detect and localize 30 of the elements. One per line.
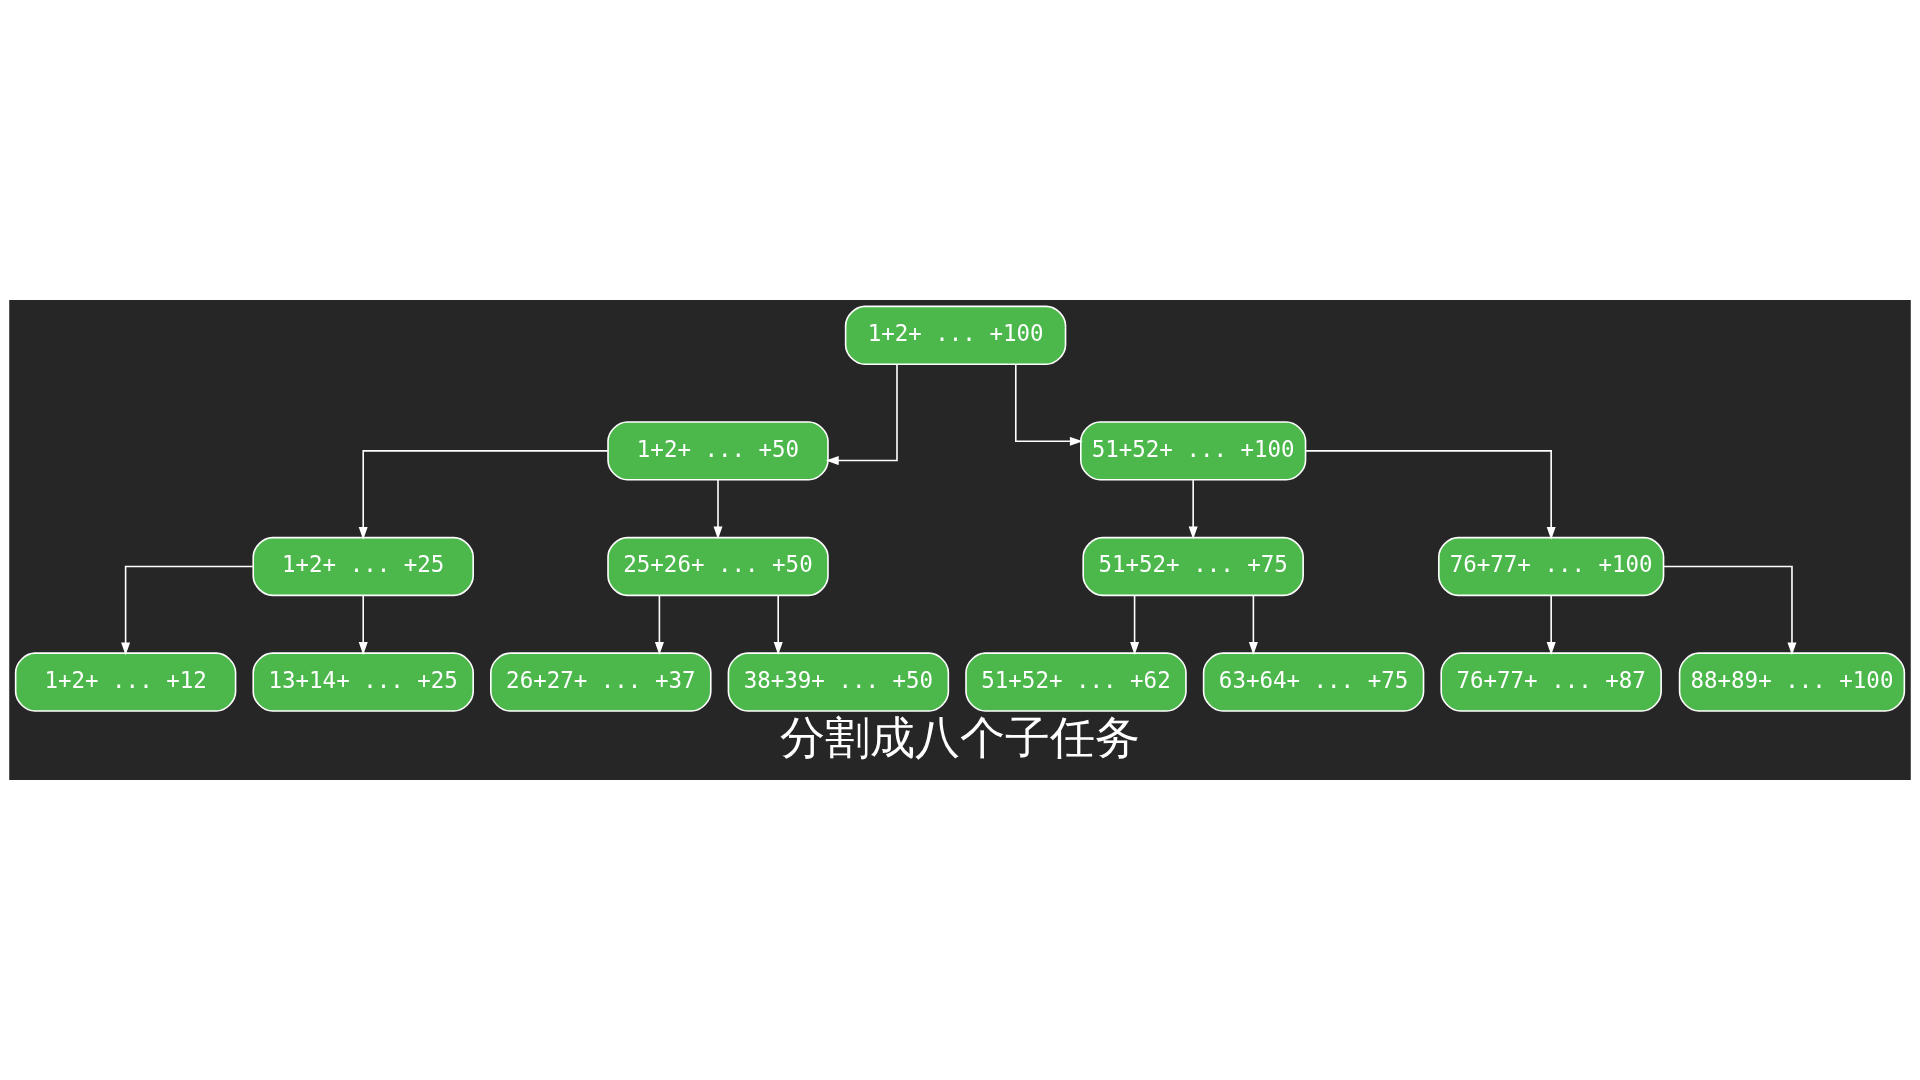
node-box: 76+77+ ... +87: [1440, 652, 1662, 712]
node-box: 13+14+ ... +25: [252, 652, 474, 712]
node-box: 1+2+ ... +50: [607, 421, 829, 481]
arrow: [773, 594, 783, 655]
arrow: [654, 594, 664, 655]
node-box: 1+2+ ... +100: [844, 305, 1067, 365]
arrow: [825, 363, 898, 466]
arrow: [1188, 479, 1198, 540]
arrow: [358, 594, 368, 655]
node-box: 63+64+ ... +75: [1202, 652, 1425, 712]
arrow: [1130, 594, 1140, 655]
arrow: [1305, 450, 1556, 540]
node-box: 25+26+ ... +50: [607, 536, 829, 597]
arrow: [713, 479, 723, 540]
node-box: 1+2+ ... +25: [252, 536, 474, 597]
arrow: [1546, 594, 1556, 655]
node-box: 51+52+ ... +100: [1080, 421, 1307, 481]
node-box: 88+89+ ... +100: [1678, 652, 1906, 712]
arrow: [1248, 594, 1258, 655]
node-box: 76+77+ ... +100: [1438, 536, 1665, 597]
node-box: 26+27+ ... +37: [490, 652, 712, 712]
node-box: 38+39+ ... +50: [727, 652, 950, 712]
caption: 分割成八个子任务: [780, 711, 1140, 765]
arrow: [1663, 565, 1797, 656]
arrow: [358, 450, 609, 540]
node-box: 1+2+ ... +12: [14, 652, 237, 712]
arrow: [121, 565, 254, 656]
node-box: 51+52+ ... +62: [965, 652, 1187, 712]
arrow: [1015, 363, 1083, 446]
node-box: 51+52+ ... +75: [1082, 536, 1304, 597]
